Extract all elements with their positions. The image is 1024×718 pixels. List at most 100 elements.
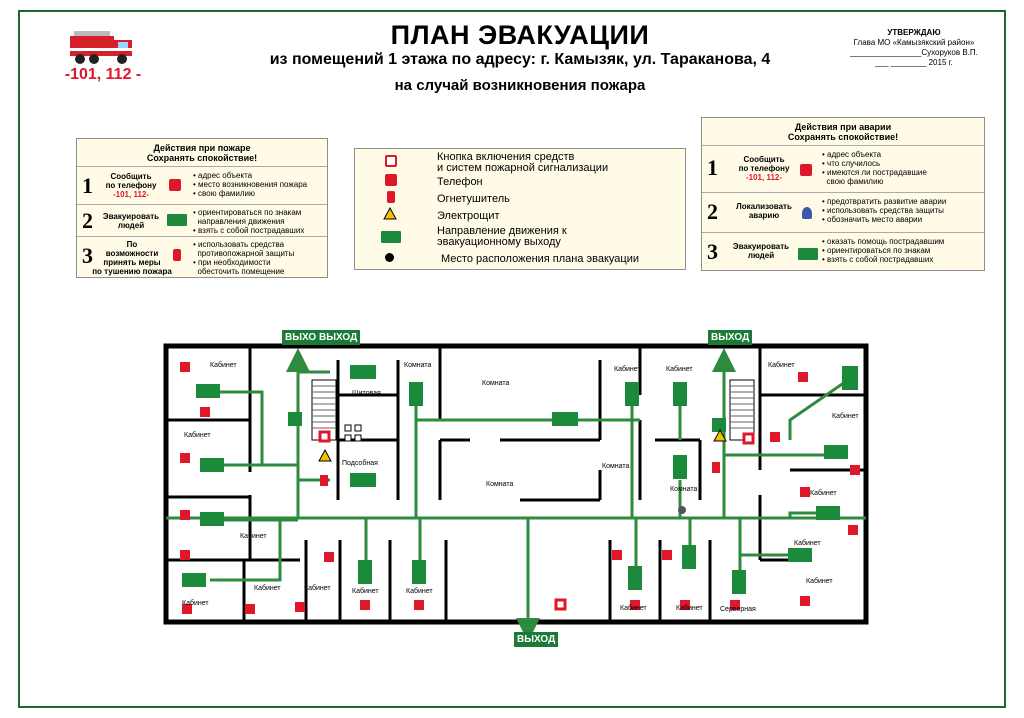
phone-icon [800,487,810,497]
fire-row-2-number: 2 [82,208,93,233]
phone-icon [182,604,192,614]
accident-box-title-1: Действия при аварии [794,122,892,132]
room-label: Кабинет [614,366,641,373]
fire-row-3-bullet-1: • использовать средства [193,240,285,249]
accident-row-3-action-2: людей [747,251,775,260]
fire-alarm-button-icon [318,430,331,443]
phone-icon [245,604,255,614]
exit-direction-icon [798,248,818,260]
fire-box-title-1: Действия при пожаре [153,143,251,153]
exit-sign [673,455,687,479]
accident-row-3-number: 3 [707,239,718,264]
approval-line-2: Глава МО «Камызякский район» [853,38,975,47]
fire-row-1-bullet-2: • место возникновения пожара [193,180,308,189]
room-label: Кабинет [352,588,379,595]
fire-row-1: 1 Сообщить по телефону -101, 112- • адре… [77,166,327,205]
approval-line-1: УТВЕРЖДАЮ [887,28,941,37]
exit-sign [625,382,639,406]
legend-item-5-line-1: Направление движения к [437,225,567,237]
exit-sign [196,384,220,398]
stairs-right [729,379,755,441]
accident-row-3-bullet-3: • взять с собой пострадавших [822,255,934,264]
protective-mask-icon [802,207,812,219]
exit-label-left-2: ВЫХОД [316,330,361,345]
phone-icon [180,510,190,520]
approval-line-3: ________________Сухоруков В.П. [850,48,978,57]
accident-row-1-number: 1 [707,155,718,180]
fire-row-3-number: 3 [82,243,93,268]
accident-row-1-action-2: по телефону [738,164,790,173]
fire-truck-icon [70,31,132,64]
exit-label-bottom: ВЫХОД [514,632,559,647]
phone-icon [680,600,690,610]
fire-alarm-button-icon [385,155,397,167]
phone-icon [662,550,672,560]
room-label: Кабинет [254,585,281,592]
phone-icons [180,362,860,614]
approval-block: УТВЕРЖДАЮ Глава МО «Камызякский район» _… [834,28,994,68]
exit-sign [350,473,376,487]
fire-row-2-bullet-3: • взять с собой пострадавших [193,226,305,235]
fire-row-3-bullet-3: • при необходимости [193,258,271,267]
fire-actions-box: Действия при пожаре Сохранять спокойстви… [76,138,328,278]
electrical-panel-icon [713,428,727,442]
fire-row-3-action-2: возможности [105,249,159,258]
fire-row-2-action-2: людей [117,221,145,230]
accident-row-1: 1 Сообщить по телефону -101, 112- • адре… [702,145,984,193]
legend-item-6-label: Место расположения плана эвакуации [441,253,640,265]
fire-alarm-button-icon [742,432,755,445]
accident-row-2: 2 Локализовать аварию • предотвратить ра… [702,192,984,233]
fire-row-2-bullet-2: направления движения [193,217,285,226]
room-label: Кабинет [666,366,693,373]
exit-sign [350,365,376,379]
accident-row-2-action-1: Локализовать [736,202,792,211]
electrical-panel-icon [318,448,332,462]
exit-sign [712,418,726,432]
fire-row-1-bullet-1: • адрес объекта [193,171,253,180]
phone-icon [169,179,181,191]
exit-sign [288,412,302,426]
room-label: Кабинет [406,588,433,595]
accident-row-2-bullet-3: • обозначить место аварии [822,215,923,224]
exit-sign [552,412,578,426]
room-label: Комната [482,380,510,387]
fire-row-3-action-1: По [126,240,138,249]
page-title: ПЛАН ЭВАКУАЦИИ [390,20,650,50]
phone-icon [324,552,334,562]
exit-sign [200,458,224,472]
legend-item-4-label: Электрощит [437,210,500,222]
exit-sign [182,573,206,587]
extinguisher-icon [387,191,395,203]
fire-alarm-button-icon [554,598,567,611]
electrical-panel-icon [383,207,397,220]
exit-sign [358,560,372,584]
accident-box-title-2: Сохранять спокойствие! [787,132,899,142]
phone-icon [630,600,640,610]
phone-icon [385,174,397,186]
page-subtitle-2: на случай возникновения пожара [394,77,646,94]
phone-icon [612,550,622,560]
fire-row-3-action-3: принять меры [103,258,161,267]
extinguisher-icon [320,475,328,486]
accident-row-1-action-1: Сообщить [743,155,785,164]
accident-row-2-action-2: аварию [748,211,780,220]
accident-row-2-number: 2 [707,199,718,224]
exit-sign [412,560,426,584]
accident-row-1-action-3: -101, 112- [745,173,783,182]
fire-row-1-action-2: по телефону [105,181,157,190]
phone-icon [798,372,808,382]
room-label: Комната [486,481,514,488]
room-label: Кабинет [210,362,237,369]
panel-room-boxes [344,424,362,442]
fire-row-2-bullet-1: • ориентироваться по знакам [193,208,302,217]
accident-row-3-bullet-2: • ориентироваться по знакам [822,246,931,255]
phone-icon [180,362,190,372]
phone-icon [360,600,370,610]
phone-icon [180,453,190,463]
phone-icon [200,407,210,417]
fire-row-1-bullet-3: • свою фамилию [193,189,255,198]
exit-signs [182,365,858,594]
phone-icon [800,596,810,606]
phone-icon [295,602,305,612]
